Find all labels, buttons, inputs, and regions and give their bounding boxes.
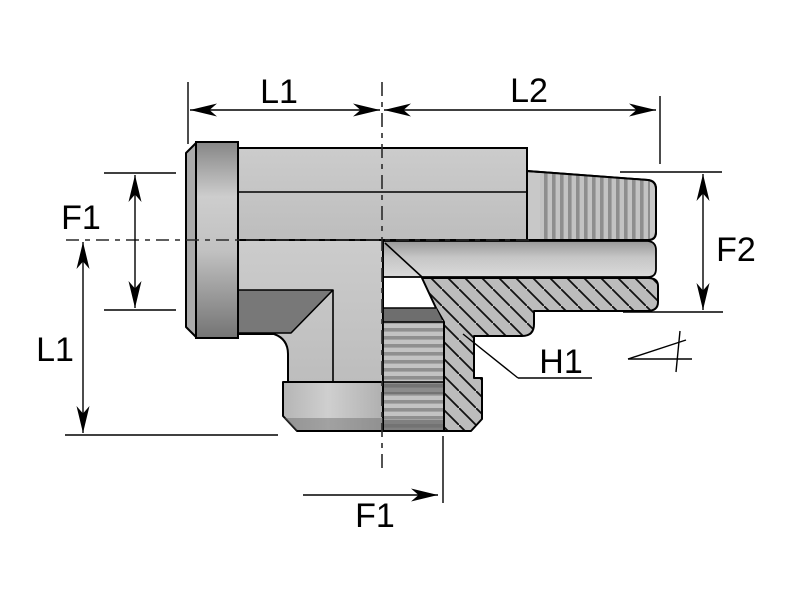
female-thread xyxy=(382,240,443,431)
label-f1-side: F1 xyxy=(61,199,101,237)
label-f2-right: F2 xyxy=(716,231,756,269)
section-hatch xyxy=(421,277,659,432)
label-l2-top: L2 xyxy=(510,72,548,110)
dimension-lines xyxy=(65,82,723,503)
label-l1-top: L1 xyxy=(260,73,298,111)
bore-section xyxy=(382,240,657,278)
male-thread xyxy=(526,148,657,241)
fitting-body xyxy=(237,147,528,383)
branch-nut xyxy=(282,381,384,432)
label-l1-side: L1 xyxy=(36,331,74,369)
thread-entry-chamfer xyxy=(383,308,443,322)
label-h1: H1 xyxy=(539,343,582,381)
label-f1-bottom: F1 xyxy=(355,497,395,535)
h1-leader xyxy=(462,333,519,379)
taper-symbol xyxy=(627,330,692,373)
